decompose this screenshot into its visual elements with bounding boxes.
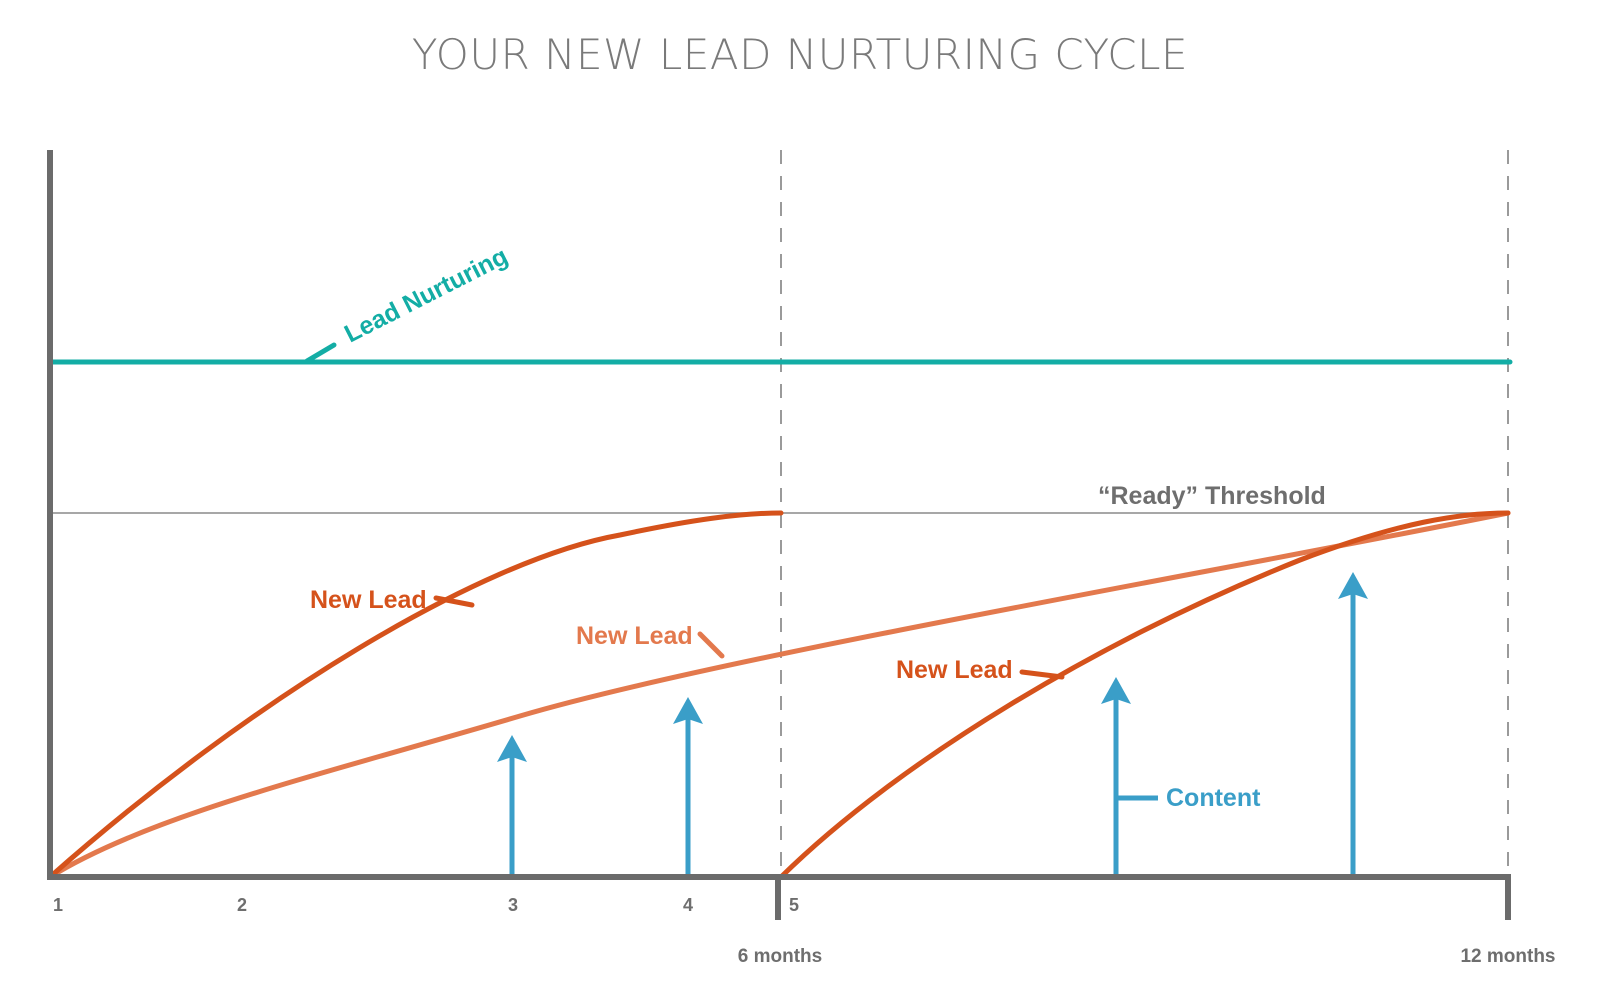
content-arrow-3: [1101, 677, 1131, 877]
x-tick-3: 3: [508, 895, 518, 915]
content-arrow-1: [497, 735, 527, 877]
content-arrow-4: [1338, 572, 1368, 877]
six-months-label: 6 months: [738, 946, 822, 967]
ready-threshold-label: “Ready” Threshold: [1098, 482, 1326, 510]
x-tick-2: 2: [237, 895, 247, 915]
content-label: Content: [1166, 784, 1261, 812]
lead-nurturing-label: Lead Nurturing: [340, 242, 512, 348]
x-tick-1: 1: [53, 895, 63, 915]
new-lead-2-label: New Lead: [576, 622, 693, 650]
new-lead-curve-2: [778, 510, 1511, 880]
x-tick-5: 5: [789, 895, 799, 915]
new-lead-3-callout: [1019, 669, 1065, 680]
new-lead-2-callout: [697, 631, 725, 659]
diagram-title: YOUR NEW LEAD NURTURING CYCLE: [411, 30, 1189, 79]
new-lead-curve-light: [47, 510, 1511, 880]
lead-nurturing-callout: [304, 342, 337, 364]
new-lead-3-label: New Lead: [896, 656, 1013, 684]
content-arrow-2: [673, 697, 703, 877]
twelve-months-label: 12 months: [1460, 946, 1555, 967]
x-tick-4: 4: [683, 895, 693, 915]
new-lead-curve-1: [47, 510, 784, 880]
new-lead-1-label: New Lead: [310, 586, 427, 614]
new-lead-1-callout: [433, 595, 475, 608]
